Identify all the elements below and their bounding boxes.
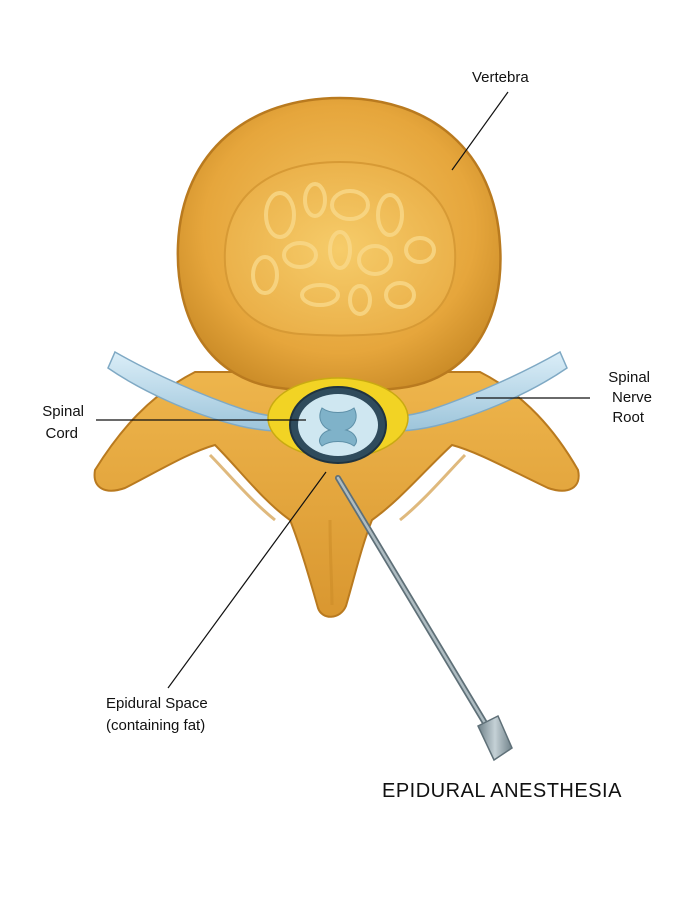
nerve-root-label-line1: Spinal [608,369,650,386]
spinal-cord-label-line2: Cord [45,425,78,442]
leader-lines [96,91,590,689]
vertebral-arch [93,371,580,618]
spinal-cord [289,386,387,464]
diagram-title: EPIDURAL ANESTHESIA [382,780,622,802]
spinal-cord-label-line1: Spinal [42,403,84,420]
nerve-root-label-line2: Nerve [612,389,652,406]
vertebra-label: Vertebra [472,69,529,86]
trabecular-texture [251,182,436,316]
vertebral-body [176,96,502,393]
nerve-root-label-line3: Root [612,409,645,426]
epidural-needle [335,475,513,762]
epidural-label-line2: (containing fat) [106,717,205,734]
epidural-label-line1: Epidural Space [106,695,208,712]
